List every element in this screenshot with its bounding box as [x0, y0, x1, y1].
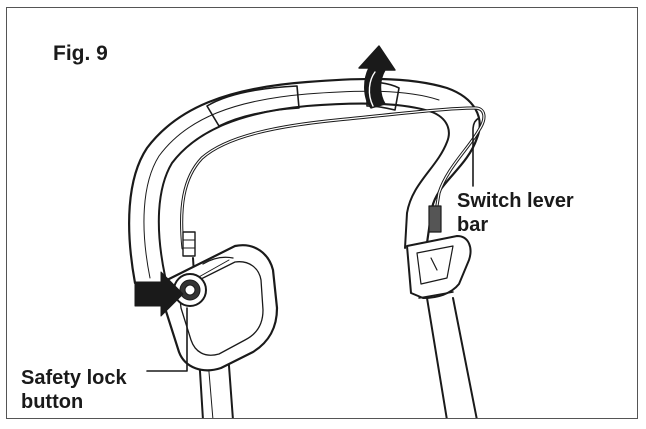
switch-lever-bar-label-line2: bar: [457, 214, 489, 236]
right-handle-tube: [426, 297, 478, 418]
figure-title: Fig. 9: [53, 42, 108, 65]
safety-lock-button-label-line1: Safety lock: [21, 367, 127, 389]
safety-lock-button-label: Safety lock button: [21, 366, 191, 414]
switch-lever-bar: [180, 106, 486, 257]
switch-lever-bar-label-line1: Switch lever: [457, 190, 574, 212]
switch-lever-bar-label: Switch lever bar: [457, 189, 627, 237]
mower-handle-illustration: [128, 45, 486, 418]
figure-frame: Fig. 9 Switch lever bar Safety lock butt…: [6, 7, 638, 419]
safety-lock-leader: [146, 307, 188, 372]
safety-lock-button-label-line2: button: [21, 391, 84, 413]
right-handle-clamp: [406, 235, 472, 299]
switch-lever-leader: [472, 117, 480, 187]
rotation-arrow: [358, 45, 396, 109]
safety-lock-button: [173, 273, 207, 307]
press-arrow: [134, 271, 184, 317]
switch-box-housing: [163, 244, 279, 372]
